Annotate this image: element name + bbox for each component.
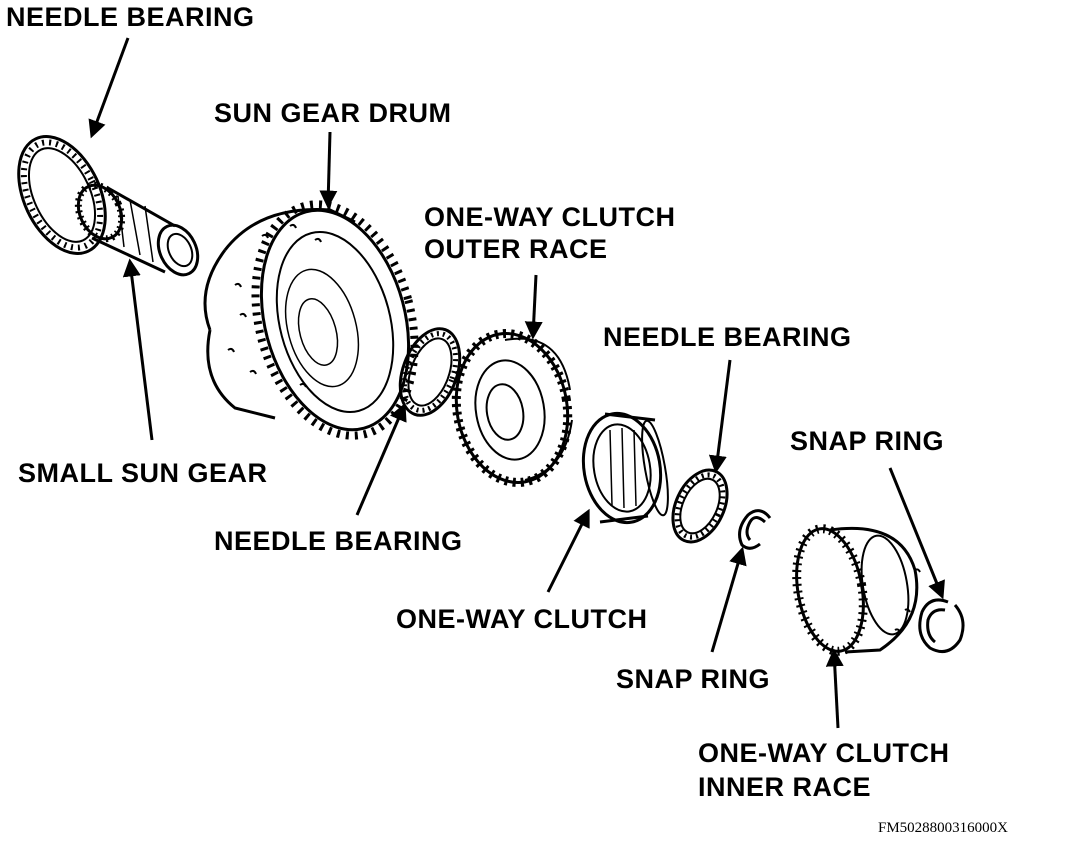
one-way-clutch-part (581, 411, 669, 525)
leader-arrows (88, 37, 945, 729)
label-small-sun-gear: SMALL SUN GEAR (18, 458, 268, 488)
sun-gear-drum-part (203, 200, 419, 440)
label-needle-bearing-right: NEEDLE BEARING (603, 322, 852, 352)
snap-ring-small-part (738, 509, 772, 550)
label-needle-bearing-top: NEEDLE BEARING (6, 2, 255, 32)
arrow-snap-ring-right (888, 467, 945, 600)
small-sun-gear-part (74, 181, 200, 277)
one-way-clutch-outer-race-part (451, 329, 573, 487)
arrow-snap-ring-small (710, 546, 747, 653)
label-one-way-clutch-outer-race-line2: OUTER RACE (424, 234, 608, 264)
arrow-needle-bearing-middle (355, 402, 407, 516)
arrow-inner-race (825, 648, 844, 729)
arrow-sun-gear-drum (319, 131, 338, 209)
label-snap-ring-bottom: SNAP RING (616, 664, 771, 694)
label-one-way-clutch-inner-race-line1: ONE-WAY CLUTCH (698, 738, 950, 768)
arrow-outer-race (524, 274, 543, 340)
label-needle-bearing-bottom: NEEDLE BEARING (214, 526, 463, 556)
needle-bearing-top-part (17, 135, 107, 255)
label-one-way-clutch: ONE-WAY CLUTCH (396, 604, 648, 634)
label-one-way-clutch-inner-race-line2: INNER RACE (698, 772, 872, 802)
arrow-small-sun-gear (122, 258, 154, 441)
arrow-needle-bearing-top (88, 37, 130, 139)
needle-bearing-right-part (671, 468, 729, 544)
label-one-way-clutch-outer-race-line1: ONE-WAY CLUTCH (424, 202, 676, 232)
figure-id: FM5028800316000X (878, 820, 1009, 836)
label-snap-ring-right: SNAP RING (790, 426, 945, 456)
one-way-clutch-inner-race-part (792, 524, 921, 656)
arrow-needle-bearing-right (708, 359, 732, 474)
label-sun-gear-drum: SUN GEAR DRUM (214, 98, 452, 128)
snap-ring-right-part (918, 598, 965, 654)
arrow-one-way-clutch (546, 508, 590, 593)
